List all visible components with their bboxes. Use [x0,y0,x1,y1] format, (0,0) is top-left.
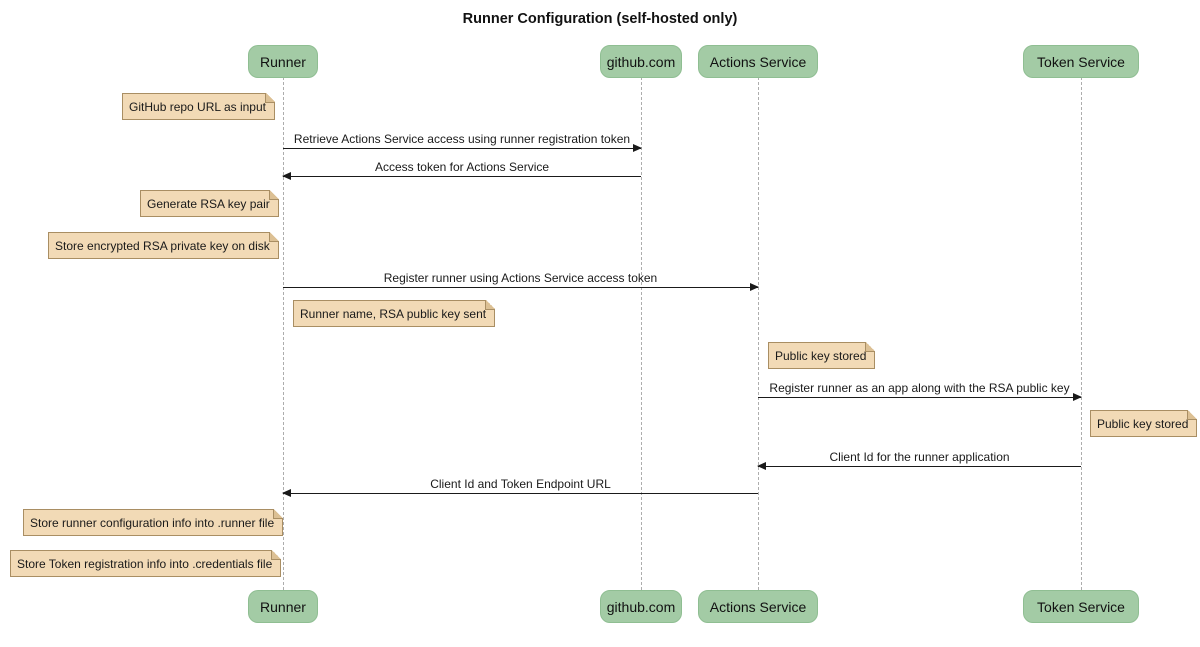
note-fold-icon [1187,410,1198,420]
message-github-com-to-runner: Access token for Actions Service [282,159,641,180]
note-fold-icon [273,509,284,519]
note-text: Generate RSA key pair [147,196,270,211]
participant-top-actions-service: Actions Service [698,45,818,78]
arrowhead-icon [633,144,642,152]
lifeline-token-service [1081,77,1082,590]
note: Runner name, RSA public key sent [293,300,496,327]
participant-top-github-com: github.com [600,45,682,78]
lifeline-github-com [641,77,642,590]
message-token-service-to-actions-service: Client Id for the runner application [757,449,1081,470]
note-text: Store encrypted RSA private key on disk [55,238,270,253]
message-line [283,287,758,288]
message-line [758,466,1081,467]
message-line [283,176,641,177]
message-actions-service-to-runner: Client Id and Token Endpoint URL [282,476,758,497]
message-line [283,493,758,494]
lifeline-runner [283,77,284,590]
arrowhead-icon [282,489,291,497]
arrowhead-icon [757,462,766,470]
message-runner-to-actions-service: Register runner using Actions Service ac… [283,270,759,291]
participant-top-runner: Runner [248,45,318,78]
note-text: GitHub repo URL as input [129,99,266,114]
note: Generate RSA key pair [140,190,279,217]
message-label: Client Id for the runner application [829,450,1010,464]
note: Store Token registration info into .cred… [10,550,282,577]
message-label: Access token for Actions Service [374,160,550,174]
arrowhead-icon [1073,393,1082,401]
note-fold-icon [268,190,279,200]
participant-top-token-service: Token Service [1023,45,1139,78]
message-line [758,397,1081,398]
note-text: Public key stored [1097,416,1189,431]
note-text: Store Token registration info into .cred… [17,556,273,571]
note: Store runner configuration info into .ru… [23,509,284,536]
diagram-title: Runner Configuration (self-hosted only) [462,11,738,27]
note: Public key stored [768,342,876,369]
participant-bottom-runner: Runner [248,590,318,623]
participant-bottom-github-com: github.com [600,590,682,623]
message-label: Register runner using Actions Service ac… [383,271,658,285]
message-line [283,148,641,149]
note-fold-icon [865,342,876,352]
note-fold-icon [271,550,282,560]
note-text: Store runner configuration info into .ru… [30,515,275,530]
participant-bottom-actions-service: Actions Service [698,590,818,623]
note-fold-icon [268,232,279,242]
message-label: Retrieve Actions Service access using ru… [293,132,631,146]
note: Public key stored [1090,410,1198,437]
arrowhead-icon [282,172,291,180]
lifeline-actions-service [758,77,759,590]
note-fold-icon [485,300,496,310]
message-label: Register runner as an app along with the… [769,381,1070,395]
message-label: Client Id and Token Endpoint URL [430,477,611,491]
note-text: Runner name, RSA public key sent [300,306,487,321]
message-actions-service-to-token-service: Register runner as an app along with the… [758,380,1082,401]
message-runner-to-github-com: Retrieve Actions Service access using ru… [283,131,642,152]
note: GitHub repo URL as input [122,93,275,120]
note: Store encrypted RSA private key on disk [48,232,279,259]
participant-bottom-token-service: Token Service [1023,590,1139,623]
note-fold-icon [265,93,275,103]
note-text: Public key stored [775,348,867,363]
arrowhead-icon [750,283,759,291]
